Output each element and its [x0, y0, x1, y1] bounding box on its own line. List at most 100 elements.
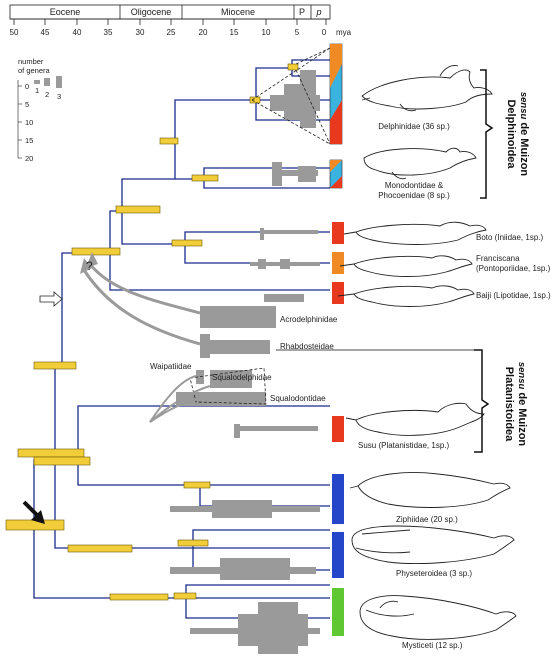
tick-label: 15	[230, 28, 239, 37]
node-bar	[159, 137, 179, 145]
tick-label: 50	[10, 28, 19, 37]
node-bar	[67, 544, 133, 553]
fossil-genera-bar	[212, 500, 272, 518]
node-bar	[33, 361, 77, 370]
fossil-genera-bar	[260, 228, 264, 240]
node-bar	[173, 592, 197, 600]
label-monodontidae-1: Monodontidae &	[385, 181, 444, 190]
label-rhabdosteidae: Rhabdosteidae	[280, 342, 334, 351]
node-bar	[183, 481, 211, 489]
node-bar	[33, 456, 91, 466]
baiji-color-bar	[332, 282, 344, 304]
node-bar	[115, 205, 161, 214]
legend-bar-label: 1	[35, 86, 39, 95]
arrow-head	[86, 252, 98, 268]
legend-bar-3	[56, 76, 62, 88]
fossil-genera-bar	[264, 294, 304, 302]
legend-scale-0: 0	[25, 82, 29, 91]
node-bar	[171, 239, 203, 247]
fossil-squalodelphidae-bar	[210, 370, 252, 388]
label-susu: Susu (Platanistidae, 1sp.)	[358, 441, 449, 450]
fossil-genera-bar	[234, 424, 240, 438]
epoch-pleistocene: p	[315, 7, 321, 17]
monodontid-porpoise-icon	[363, 147, 477, 180]
fossil-fan-lines	[149, 375, 211, 423]
fossil-acrodelphinidae-bar	[200, 306, 276, 328]
susu-dolphin-icon	[345, 402, 485, 436]
node-bar	[71, 247, 121, 256]
inset-dashed-lines	[189, 47, 331, 405]
label-delphinidae: Delphinidae (36 sp.)	[378, 122, 450, 131]
fossil-genera-bar	[258, 259, 266, 269]
fossil-squalodontidae-bar	[176, 392, 266, 406]
fossil-genera-bar	[298, 166, 316, 182]
node-bar	[109, 593, 169, 601]
label-baiji: Baiji (Lipotidae, 1sp.)	[476, 291, 551, 300]
label-squalodelphidae: Squalodelphidae	[212, 373, 272, 382]
tick-label: 30	[136, 28, 145, 37]
label-franciscana-2: (Pontoporiidae, 1sp.)	[476, 264, 551, 273]
question-mark: ?	[86, 259, 93, 273]
epoch-eocene: Eocene	[50, 7, 81, 17]
boto-color-bar	[332, 222, 344, 244]
physeteroidea-color-bar	[332, 532, 344, 578]
epoch-oligocene: Oligocene	[131, 7, 172, 17]
arrows	[22, 252, 211, 524]
fossil-rhabdosteidae-bar	[200, 334, 210, 358]
acrodelphinidae-arrow	[88, 263, 201, 315]
mysticeti-color-bar	[332, 588, 344, 636]
legend-scale-5: 5	[25, 100, 29, 109]
franciscana-color-bar	[332, 252, 344, 274]
legend-bar-2	[44, 78, 50, 86]
label-ziphiidae: Ziphiidae (20 sp.)	[396, 515, 458, 524]
legend-scale-10: 10	[25, 118, 33, 127]
legend-bar-label: 2	[45, 90, 49, 99]
fossil-rhabdosteidae-bar	[210, 340, 270, 354]
fossil-genera-bar	[220, 558, 290, 580]
color-bars	[329, 43, 344, 636]
tick-label: 10	[262, 28, 271, 37]
epoch-header: Eocene Oligocene Miocene P p	[9, 4, 331, 20]
legend-bar-1	[34, 80, 40, 84]
open-arrow	[39, 291, 63, 307]
node-bar	[287, 63, 299, 71]
tick-label: 0	[322, 28, 327, 37]
label-mysticeti: Mysticeti (12 sp.)	[402, 641, 463, 650]
fossil-genera-bar	[300, 70, 316, 128]
label-franciscana-1: Franciscana	[476, 254, 520, 263]
genera-legend: number of genera 0 5 10 15 20 1 2 3	[17, 57, 62, 163]
delphinidae-color-bar	[329, 43, 343, 145]
legend-scale-20: 20	[25, 154, 33, 163]
fossil-genera-bar	[258, 602, 298, 654]
time-axis: 50 45 40 35 30 25 20 15 10 5 0 mya	[10, 18, 352, 37]
rhabdosteidae-arrow	[82, 269, 201, 346]
arrow-head	[80, 258, 92, 274]
tick-label: 20	[199, 28, 208, 37]
legend-bar-label: 3	[57, 92, 61, 101]
label-waipatiidae: Waipatiidae	[150, 362, 192, 371]
fossil-genera-bar	[280, 259, 290, 269]
monodontidae-color-bar	[329, 159, 343, 189]
delphinoidea-bracket: Delphinoidea sensu de Muizon	[480, 69, 530, 199]
label-acrodelphinidae: Acrodelphinidae	[280, 315, 338, 324]
axis-unit: mya	[336, 28, 352, 37]
fossil-genera-bar	[262, 230, 318, 234]
label-squalodontidae: Squalodontidae	[270, 394, 326, 403]
tick-label: 40	[73, 28, 82, 37]
fossil-diversity	[170, 70, 320, 654]
ziphiidae-color-bar	[332, 474, 344, 524]
epoch-pliocene: P	[299, 7, 305, 17]
legend-title-2: of genera	[18, 66, 51, 75]
physeteroid-sperm-whale-icon	[351, 525, 515, 565]
franciscana-dolphin-icon	[339, 255, 473, 277]
platanistoidea-label: Platanistoidea	[503, 367, 515, 442]
susu-color-bar	[332, 416, 344, 442]
tick-label: 25	[167, 28, 176, 37]
delphinid-dolphin-icon	[361, 65, 493, 112]
fossil-genera-bar	[272, 162, 282, 186]
tick-label: 35	[104, 28, 113, 37]
black-arrow-head	[31, 510, 45, 524]
node-bar	[177, 539, 209, 547]
node-bar-root	[5, 519, 65, 531]
